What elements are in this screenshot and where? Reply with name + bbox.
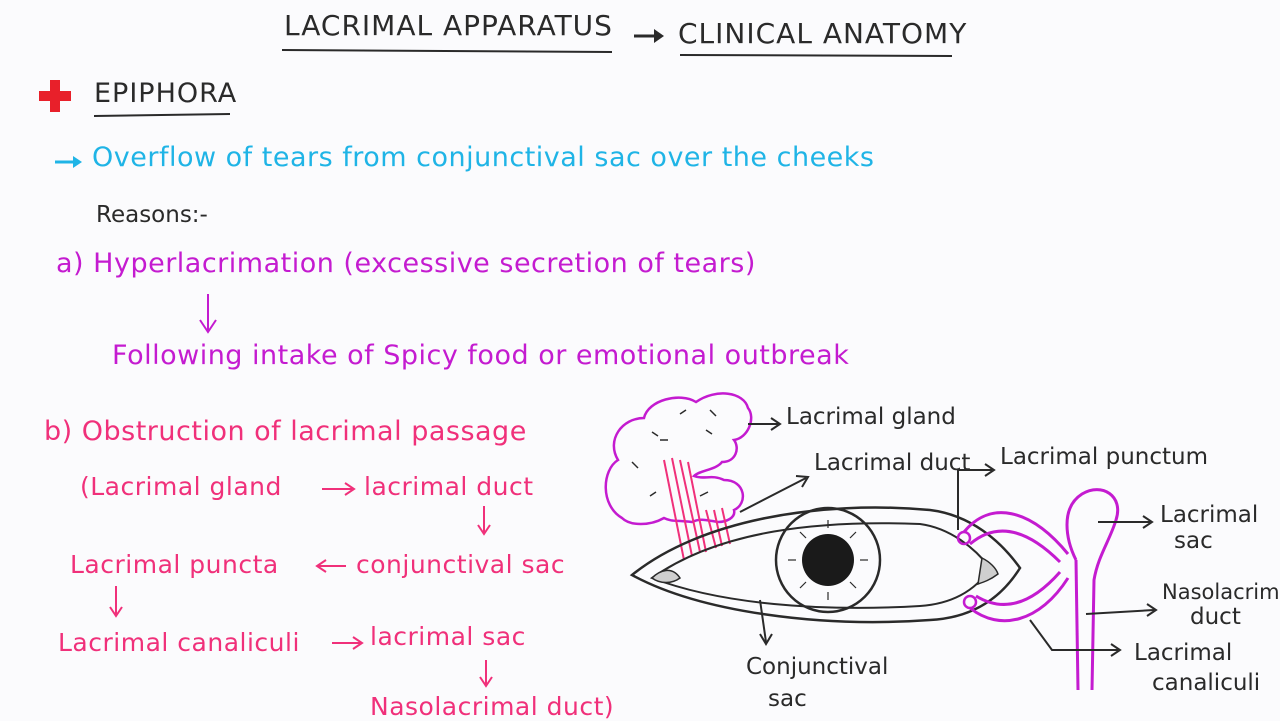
title-left: LACRIMAL APPARATUS xyxy=(284,9,613,42)
red-cross-icon xyxy=(39,80,71,112)
label-conjunctival-2: sac xyxy=(768,686,807,712)
flow-arrow-down-2 xyxy=(109,586,123,618)
flow-arrow-down-1 xyxy=(477,506,491,536)
flow-lacrimal-sac: lacrimal sac xyxy=(370,622,526,651)
down-arrow-icon xyxy=(199,294,217,334)
nasolacrimal-duct-shape xyxy=(1074,559,1080,691)
flow-lacrimal-gland: (Lacrimal gland xyxy=(80,472,282,501)
flow-nasolacrimal-duct: Nasolacrimal duct) xyxy=(370,692,615,721)
cyan-arrow-icon xyxy=(55,156,82,168)
label-lacrimal-sac-2: sac xyxy=(1174,528,1213,554)
lower-canaliculus xyxy=(969,577,1070,623)
heading-underline xyxy=(93,113,231,117)
pointer-duct xyxy=(739,475,810,513)
upper-canaliculus-inner xyxy=(969,529,1062,564)
flow-arrow-right-1 xyxy=(322,482,356,496)
pointer-sac xyxy=(1098,515,1154,529)
flow-lacrimal-puncta: Lacrimal puncta xyxy=(70,550,279,579)
title-underline-right xyxy=(679,54,953,57)
medial-canthus xyxy=(650,569,682,584)
label-lacrimal-duct: Lacrimal duct xyxy=(814,450,971,476)
flow-arrow-down-3 xyxy=(479,660,493,688)
reason-a-text: a) Hyperlacrimation (excessive secretion… xyxy=(56,248,756,279)
lacrimal-sac-shape xyxy=(1065,488,1120,691)
flow-conjunctival-sac: conjunctival sac xyxy=(356,550,566,579)
eyelid-outer xyxy=(629,506,1022,624)
label-lacrimal-punctum: Lacrimal punctum xyxy=(1000,444,1208,470)
lower-canaliculus-inner xyxy=(975,571,1062,606)
flow-arrow-right-2 xyxy=(332,636,364,650)
label-lacrimal-sac-1: Lacrimal xyxy=(1160,502,1259,528)
title-right: CLINICAL ANATOMY xyxy=(678,17,968,50)
lateral-canthus xyxy=(977,556,999,586)
title-underline-left xyxy=(281,49,613,53)
label-canaliculi-2: canaliculi xyxy=(1152,670,1261,696)
iris-rays xyxy=(788,520,868,600)
lacrimal-ducts xyxy=(663,457,731,561)
upper-canaliculus xyxy=(962,511,1070,555)
label-canaliculi-1: Lacrimal xyxy=(1134,640,1233,666)
flow-lacrimal-duct: lacrimal duct xyxy=(364,472,534,501)
label-conjunctival-1: Conjunctival xyxy=(746,654,889,680)
iris xyxy=(774,506,882,614)
flow-arrow-left-1 xyxy=(315,559,346,573)
pointer-canaliculi xyxy=(1029,619,1122,657)
pointer-punctum xyxy=(957,463,996,530)
label-lacrimal-gland: Lacrimal gland xyxy=(786,404,956,430)
title-arrow-icon xyxy=(634,29,664,43)
reasons-label: Reasons:- xyxy=(96,202,208,228)
flow-lacrimal-canaliculi: Lacrimal canaliculi xyxy=(58,628,300,657)
reason-b-heading: b) Obstruction of lacrimal passage xyxy=(44,416,527,447)
pointer-gland xyxy=(748,417,782,431)
gland-lobule-marks xyxy=(631,409,717,497)
reason-a-cause: Following intake of Spicy food or emotio… xyxy=(112,340,850,371)
pupil xyxy=(802,534,854,586)
pointer-nasolacrimal xyxy=(1085,603,1158,617)
lower-punctum xyxy=(962,594,978,610)
definition-text: Overflow of tears from conjunctival sac … xyxy=(92,142,875,173)
label-nasolacrimal-1: Nasolacrimal xyxy=(1162,580,1280,604)
label-nasolacrimal-2: duct xyxy=(1190,604,1241,630)
pointer-conjunctival xyxy=(759,599,773,646)
section-heading: EPIPHORA xyxy=(94,78,238,109)
lacrimal-gland-shape xyxy=(604,392,753,526)
